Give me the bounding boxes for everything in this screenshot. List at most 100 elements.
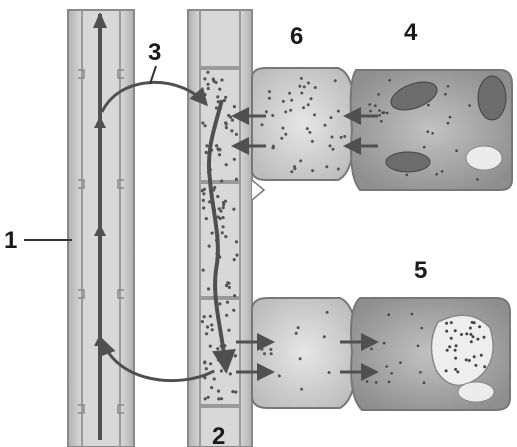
particle-dot [323,335,326,338]
particle-dot [225,163,228,166]
label-sink-cell: 5 [414,257,427,284]
label-transfer: 3 [148,39,161,66]
lower-companion-cell [252,298,356,408]
particle-dot [299,159,302,162]
particle-dot [454,329,457,332]
source-cell [351,70,512,190]
particle-dot [207,83,210,86]
particle-dot [311,169,314,172]
particle-dot [447,85,450,88]
particle-dot [207,287,210,290]
particle-dot [206,325,209,328]
particle-dot [476,178,479,181]
particle-dot [221,231,224,234]
particle-dot [337,168,340,171]
particle-dot [203,77,206,80]
phloem-notch [252,180,264,200]
chloroplast [386,152,430,172]
particle-dot [265,110,268,113]
particle-dot [465,332,468,335]
particle-dot [468,359,471,362]
particle-dot [208,245,211,248]
particle-dot [231,390,234,393]
particle-dot [431,132,434,135]
particle-dot [324,124,327,127]
nucleus [466,146,502,170]
particle-dot [427,104,430,107]
particle-dot [454,349,457,352]
particle-dot [233,258,236,261]
particle-dot [218,302,221,305]
particle-dot [202,269,205,272]
particle-dot [445,369,448,372]
label-companion-cell: 6 [290,23,303,50]
particle-dot [299,357,302,360]
particle-dot [441,170,444,173]
particle-dot [478,325,481,328]
particle-dot [446,349,449,352]
particle-dot [300,388,303,391]
particle-dot [419,371,422,374]
particle-dot [234,354,237,357]
particle-dot [313,113,316,116]
label-xylem: 1 [4,227,17,254]
particle-dot [271,114,274,117]
particle-dot [435,173,438,176]
particle-dot [211,232,214,235]
particle-dot [217,148,220,151]
particle-dot [218,153,221,156]
particle-dot [311,140,314,143]
particle-dot [295,332,298,335]
particle-dot [233,158,236,161]
particle-dot [225,126,228,129]
particle-dot [207,396,210,399]
particle-dot [284,133,287,136]
particle-dot [215,144,218,147]
particle-dot [261,348,264,351]
particle-dot [218,88,221,91]
particle-dot [483,365,486,368]
particle-dot [449,116,452,119]
particle-dot [220,369,223,372]
particle-dot [278,374,281,377]
particle-dot [288,92,291,95]
particle-dot [270,352,273,355]
particle-dot [469,333,472,336]
particle-dot [233,294,236,297]
particle-dot [370,348,373,351]
particle-dot [399,361,402,364]
particle-dot [203,93,206,96]
particle-dot [205,332,208,335]
particle-dot [332,148,335,151]
particle-dot [261,123,264,126]
particle-dot [228,286,231,289]
particle-dot [232,309,235,312]
particle-dot [476,338,479,341]
particle-dot [473,321,476,324]
particle-dot [378,109,381,112]
particle-dot [226,281,229,284]
particle-dot [202,192,205,195]
particle-dot [202,206,205,209]
particle-dot [205,151,208,154]
particle-dot [406,174,409,177]
particle-dot [423,146,426,149]
particle-dot [222,225,225,228]
particle-dot [209,362,212,365]
particle-dot [377,93,380,96]
particle-dot [209,315,212,318]
particle-dot [222,216,225,219]
particle-dot [214,81,217,84]
particle-dot [268,90,271,93]
particle-dot [220,397,223,400]
particle-dot [234,391,237,394]
particle-dot [201,320,204,323]
particle-dot [235,178,238,181]
particle-dot [326,311,329,314]
particle-dot [303,85,306,88]
particle-dot [331,136,334,139]
particle-dot [226,301,229,304]
particle-dot [298,85,301,88]
particle-dot [383,342,386,345]
phloem-sieve-tube [188,10,252,447]
